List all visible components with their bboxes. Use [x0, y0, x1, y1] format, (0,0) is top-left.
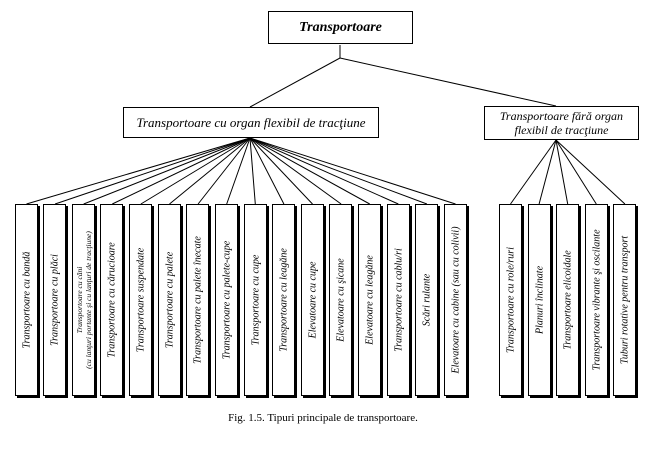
leaf-transportoare-cu-palete-cupe: Transportoare cu palete-cupe [215, 204, 238, 396]
leaf-scari-rulante: Scări rulante [415, 204, 438, 396]
fan-connector [510, 139, 557, 205]
fan-connector [112, 137, 251, 205]
figure-caption: Fig. 1.5. Tipuri principale de transport… [228, 412, 418, 424]
leaf-transportoare-cu-leagane: Transportoare cu leagăne [272, 204, 295, 396]
leaf-label: Transportoare cu cablu/ri [393, 248, 404, 352]
leaf-label: Elevatoare cu cabine (sau cu colivii) [450, 226, 461, 374]
fan-connector [83, 137, 251, 205]
leaf-transportoare-cu-cani: Transportoare cu căni (cu lanţuri portan… [72, 204, 95, 396]
leaf-label: Transportoare cu cupe [250, 254, 261, 346]
leaf-transportoare-cu-palete-inecate: Transportoare cu palete înecate [186, 204, 209, 396]
fan-connector [249, 137, 313, 205]
fan-connector [169, 137, 251, 205]
leaf-label: Transportoare vibrante şi oscilante [591, 229, 602, 371]
leaf-label: Transportoare cu căni (cu lanţuri portan… [74, 231, 93, 369]
leaf-tuburi-rotative: Tuburi rotative pentru transport [613, 204, 636, 396]
leaf-planuri-inclinate: Planuri înclinate [528, 204, 551, 396]
leaf-label: Transportoare cu bandă [21, 251, 32, 349]
fan-connector [197, 137, 251, 205]
leaf-transportoare-suspendate: Transportoare suspendate [129, 204, 152, 396]
leaf-transportoare-cu-carucioare: Transportoare cu cărucioare [100, 204, 123, 396]
leaf-label: Transportoare cu plăci [49, 254, 60, 346]
fan-connector [249, 137, 399, 205]
leaf-label: Transportoare suspendate [135, 247, 146, 353]
leaf-label: Planuri înclinate [534, 265, 545, 335]
fan-connector [26, 137, 251, 205]
fan-connector [555, 139, 569, 205]
leaf-transportoare-cu-role: Transportoare cu role/ruri [499, 204, 522, 396]
fan-connector [249, 137, 428, 205]
fan-connector [555, 139, 597, 205]
leaf-label: Elevatoare cu şicane [335, 258, 346, 342]
leaf-transportoare-cu-cabluri: Transportoare cu cablu/ri [387, 204, 410, 396]
group-non-flexible-label: Transportoare fără organ flexibil de tra… [499, 109, 624, 137]
leaf-transportoare-cu-cupe: Transportoare cu cupe [244, 204, 267, 396]
leaf-elevatoare-cu-leagane: Elevatoare cu leagăne [358, 204, 381, 396]
leaf-label: Transportoare cu cărucioare [106, 242, 117, 358]
leaf-label: Tuburi rotative pentru transport [619, 235, 630, 365]
leaf-label: Transportoare cu leagăne [278, 248, 289, 352]
leaf-transportoare-cu-banda: Transportoare cu bandă [15, 204, 38, 396]
leaf-label: Elevatoare cu leagăne [364, 255, 375, 345]
leaf-label: Transportoare cu role/ruri [505, 247, 516, 353]
fan-connector [555, 139, 626, 205]
fan-connector [249, 137, 285, 205]
group-flexible-label: Transportoare cu organ flexibil de tracţ… [136, 115, 366, 130]
group-non-flexible-traction: Transportoare fără organ flexibil de tra… [484, 106, 639, 140]
fan-connector [538, 139, 557, 205]
root-label: Transportoare [299, 19, 382, 35]
leaf-transportoare-cu-palete: Transportoare cu palete [158, 204, 181, 396]
fan-connector [54, 137, 251, 205]
fan-connector [249, 137, 456, 205]
leaf-transportoare-vibrante: Transportoare vibrante şi oscilante [585, 204, 608, 396]
leaf-elevatoare-cu-cabine: Elevatoare cu cabine (sau cu colivii) [444, 204, 467, 396]
root-node-transportoare: Transportoare [268, 11, 413, 44]
fan-connector [226, 137, 251, 205]
fan-connector [249, 137, 342, 205]
leaf-label: Transportoare elicoidale [562, 250, 573, 350]
leaf-label: Elevatoare cu cupe [307, 261, 318, 339]
leaf-label: Transportoare cu palete înecate [192, 236, 203, 364]
leaf-elevatoare-cu-cupe: Elevatoare cu cupe [301, 204, 324, 396]
leaf-transportoare-elicoidale: Transportoare elicoidale [556, 204, 579, 396]
leaf-label: Transportoare cu palete-cupe [221, 240, 232, 360]
leaf-transportoare-cu-placi: Transportoare cu plăci [43, 204, 66, 396]
leaf-elevatoare-cu-sicane: Elevatoare cu şicane [329, 204, 352, 396]
leaf-label: Transportoare cu palete [164, 251, 175, 349]
group-flexible-traction: Transportoare cu organ flexibil de tracţ… [123, 107, 379, 138]
fan-connector [249, 137, 370, 205]
fan-connector [140, 137, 251, 205]
fan-connector [249, 137, 256, 205]
leaf-label: Scări rulante [421, 273, 432, 327]
